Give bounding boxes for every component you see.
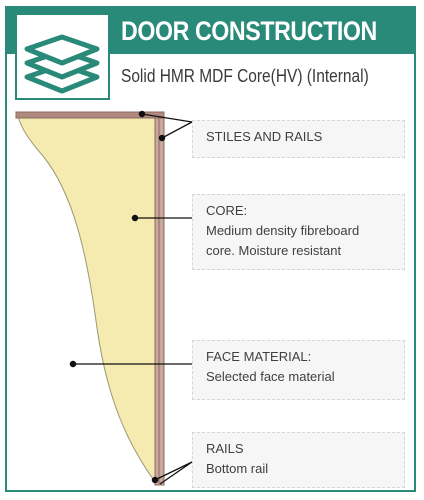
face-line-1: Selected face material [206, 369, 335, 384]
top-rail [15, 111, 165, 119]
page-subtitle: Solid HMR MDF Core(HV) (Internal) [121, 66, 369, 86]
core-line-2: core. Moisture resistant [206, 243, 342, 258]
face-heading: FACE MATERIAL: [206, 349, 312, 364]
label-stiles-and-rails: STILES AND RAILS [192, 120, 405, 158]
core-callout [131, 214, 192, 222]
core-heading: CORE: [206, 203, 248, 218]
face-callout [69, 360, 192, 368]
stiles-callout [138, 110, 193, 142]
door-construction-card: DOOR CONSTRUCTION Solid HMR MDF Core(HV)… [5, 6, 416, 492]
stiles-heading: STILES AND RAILS [206, 129, 323, 144]
label-rails: RAILS Bottom rail [192, 432, 405, 488]
rails-heading: RAILS [206, 441, 244, 456]
mdf-core [17, 115, 156, 484]
door-section-diagram [15, 110, 193, 486]
page-title: DOOR CONSTRUCTION [121, 16, 377, 46]
icon-box [15, 13, 110, 100]
label-face-material: FACE MATERIAL: Selected face material [192, 340, 405, 400]
rails-line-1: Bottom rail [206, 461, 269, 476]
rails-callout [151, 461, 193, 485]
label-core: CORE: Medium density fibreboard core. Mo… [192, 194, 405, 270]
core-line-1: Medium density fibreboard [206, 223, 360, 238]
stacked-layers-icon [24, 34, 100, 94]
